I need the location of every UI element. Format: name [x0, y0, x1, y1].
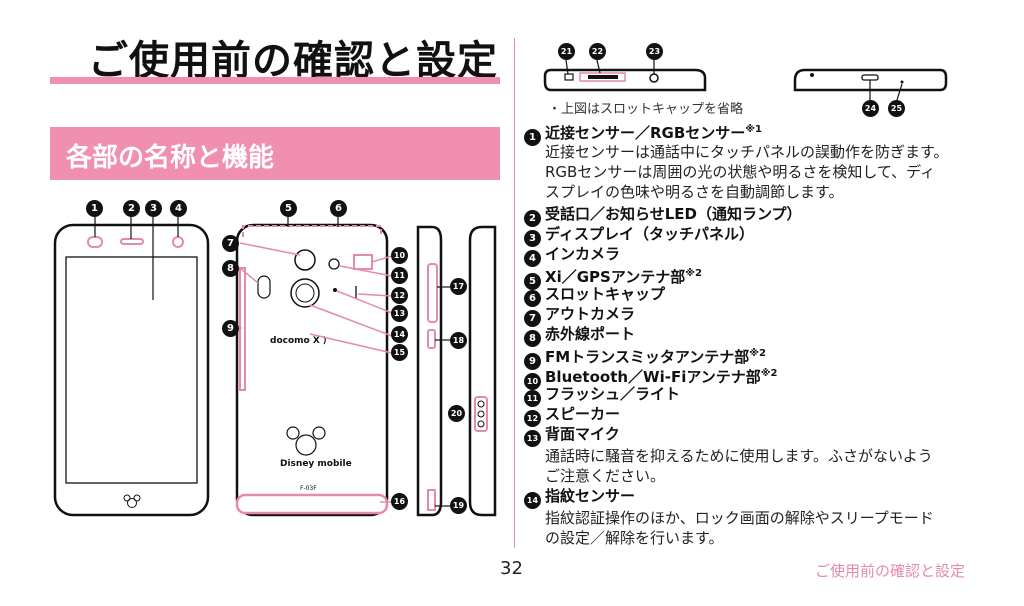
earpiece: [120, 238, 144, 245]
page-title: ご使用前の確認と設定: [88, 38, 498, 84]
phone-front-view: [53, 217, 210, 517]
footer-section-name: ご使用前の確認と設定: [815, 562, 966, 580]
list-item-desc: RGBセンサーは周囲の光の状態や明るさを検知して、ディ: [545, 163, 936, 181]
callout-9: 9: [222, 320, 239, 337]
antenna-bt-wifi: [353, 254, 373, 270]
list-item-desc: 指紋認証操作のほか、ロック画面の解除やスリープモード: [545, 509, 934, 527]
slot-bottom-pink: [235, 493, 389, 515]
callout-23: 23: [646, 43, 663, 60]
callout-4: 4: [170, 200, 187, 217]
callout-17: 17: [450, 278, 467, 295]
front-camera: [172, 236, 184, 248]
callout-10: 10: [391, 247, 408, 264]
strap-hole: [427, 489, 436, 511]
callout-20: 20: [448, 405, 465, 422]
flash: [328, 258, 340, 270]
callout-14: 14: [391, 326, 408, 343]
charging-terminals: [474, 396, 488, 432]
front-logo-ear-left: [123, 494, 131, 502]
callout-3: 3: [145, 200, 162, 217]
power-key: [427, 329, 436, 349]
callout-16: 16: [391, 493, 408, 510]
antenna-fm: [239, 267, 246, 391]
mouthpiece: [900, 80, 904, 84]
callout-13: 13: [391, 305, 408, 322]
phone-side-view-left: [468, 225, 497, 517]
front-logo-ear-right: [133, 494, 141, 502]
list-item-desc: スプレイの色味や明るさを自動調節します。: [545, 183, 844, 201]
callout-11: 11: [391, 267, 408, 284]
list-item-desc: ご注意ください。: [545, 467, 666, 485]
title-rule: [50, 77, 500, 84]
callout-1: 1: [86, 200, 103, 217]
mickey-ear-right: [312, 426, 326, 440]
callout-6: 6: [330, 200, 347, 217]
section-title: 各部の名称と機能: [66, 143, 275, 173]
list-item-desc: の設定／解除を行います。: [545, 529, 724, 547]
list-item-desc: 通話時に騒音を抑えるために使用します。ふさがないよう: [545, 447, 933, 465]
phone-side-view-right: [416, 225, 450, 517]
phone-back-view: docomo X ⟩ Disney mobile F-03F: [235, 217, 393, 517]
callout-19: 19: [450, 497, 467, 514]
rear-camera: [294, 249, 316, 271]
proximity-sensor: [87, 236, 103, 248]
diagram-caption: ・上図はスロットキャップを省略: [548, 102, 744, 117]
callout-24: 24: [862, 100, 879, 117]
callout-25: 25: [888, 100, 905, 117]
callout-7: 7: [222, 235, 239, 252]
phone-bottom-view: [793, 68, 948, 101]
rear-mic: [333, 288, 337, 292]
mickey-head: [295, 434, 317, 456]
column-divider: [514, 38, 515, 548]
callout-12: 12: [391, 287, 408, 304]
callout-22: 22: [589, 43, 606, 60]
section-heading-band: [50, 127, 500, 180]
callout-8: 8: [222, 260, 239, 277]
phone-top-view: [543, 59, 707, 92]
display-outline: [65, 256, 198, 484]
callout-2: 2: [123, 200, 140, 217]
volume-key: [427, 263, 438, 323]
disney-mobile-logo: Disney mobile: [280, 459, 352, 469]
fingerprint-sensor: [290, 278, 320, 308]
page-number: 32: [500, 558, 523, 579]
callout-18: 18: [450, 332, 467, 349]
callout-15: 15: [391, 344, 408, 361]
list-item-desc: 近接センサーは通話中にタッチパネルの誤動作を防ぎます。: [545, 143, 949, 161]
mickey-ear-left: [286, 426, 300, 440]
ir-port: [257, 275, 271, 299]
docomo-logo: docomo X ⟩: [270, 336, 327, 346]
callout-21: 21: [558, 43, 575, 60]
model-label: F-03F: [300, 485, 317, 492]
micro-usb-port: [861, 74, 879, 81]
callout-5: 5: [280, 200, 297, 217]
antenna-xi-gps: [242, 225, 382, 237]
earphone-jack: [649, 73, 659, 83]
front-logo-head: [127, 498, 137, 508]
